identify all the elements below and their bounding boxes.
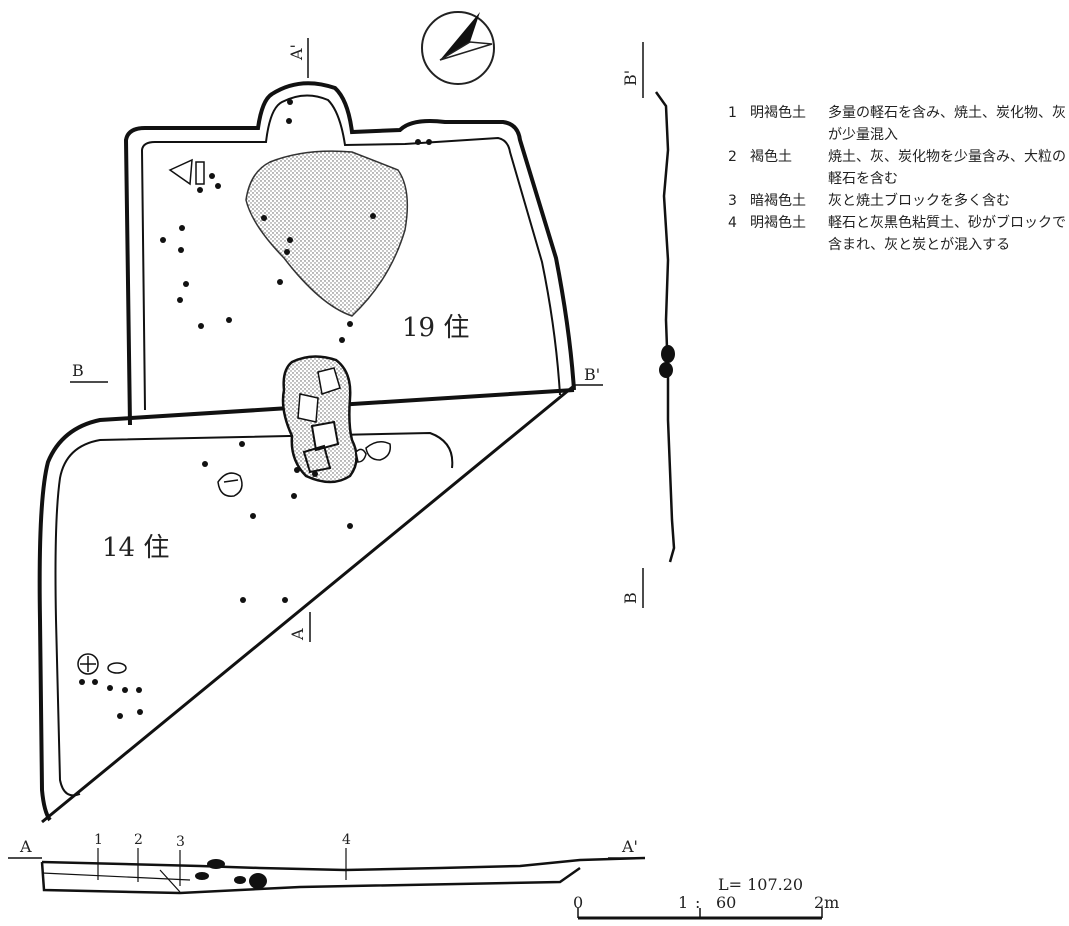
scale-bar [577,908,823,920]
excavation-limit-line [41,383,576,824]
scale-mid: 1 [678,893,688,912]
legend-num: 4 [728,215,737,231]
marker-b-bottom: B [621,592,640,604]
legend-row-2: 2 褐色土 焼土、灰、炭化物を少量含み、大粒の軽石を含む [724,146,1069,190]
layer-label-1: 1 [94,832,103,848]
layer-label-3: 3 [176,834,185,850]
house-19-label: 19 住 [402,313,469,343]
north-arrow-icon [421,11,495,85]
section-a-profile [8,848,646,895]
legend-soil: 明褐色土 [750,215,806,231]
section-markers [70,38,603,642]
scale-end: 2m [814,893,839,912]
house-14-label: 14 住 [102,533,169,563]
layer-label-2: 2 [134,832,143,848]
legend-desc: 多量の軽石を含み、焼土、炭化物、灰が少量混入 [828,105,1066,143]
legend-soil: 褐色土 [750,149,792,165]
stones [77,158,243,675]
legend-row-3: 3 暗褐色土 灰と焼土ブロックを多く含む [724,190,1069,212]
marker-b-left: B [72,361,84,380]
marker-a-bottom: A [288,628,307,641]
marker-a-left: A [19,837,32,856]
scale-start: 0 [573,893,583,912]
marker-b-right: B' [584,365,600,384]
legend-row-4: 4 明褐色土 軽石と灰黒色粘質土、砂がブロックで含まれ、灰と炭とが混入する [724,212,1069,256]
section-a-stones [195,859,267,889]
layer-label-4: 4 [342,832,351,848]
ash-area [245,150,409,317]
legend-num: 2 [728,149,737,165]
legend-desc: 灰と焼土ブロックを多く含む [828,193,1010,209]
soil-legend: 1 明褐色土 多量の軽石を含み、焼土、炭化物、灰が少量混入 2 褐色土 焼土、灰… [724,102,1069,256]
scale-separator: : [695,893,700,912]
marker-b-top: B' [621,70,640,86]
section-b-profile [642,42,676,608]
legend-soil: 明褐色土 [750,105,806,121]
house-14-outline [37,388,575,822]
legend-soil: 暗褐色土 [750,193,806,209]
legend-desc: 軽石と灰黒色粘質土、砂がブロックで含まれ、灰と炭とが混入する [828,215,1066,253]
elevation-label: L= 107.20 [718,875,803,894]
legend-desc: 焼土、灰、炭化物を少量含み、大粒の軽石を含む [828,149,1066,187]
house-19-outline [123,81,576,426]
legend-num: 3 [728,193,737,209]
hearth [281,355,392,484]
post-holes [79,99,432,719]
marker-a-top: A' [287,44,306,61]
legend-num: 1 [728,105,737,121]
legend-row-1: 1 明褐色土 多量の軽石を含み、焼土、炭化物、灰が少量混入 [724,102,1069,146]
marker-a-right: A' [621,837,638,856]
scale-ratio: 60 [716,893,736,912]
